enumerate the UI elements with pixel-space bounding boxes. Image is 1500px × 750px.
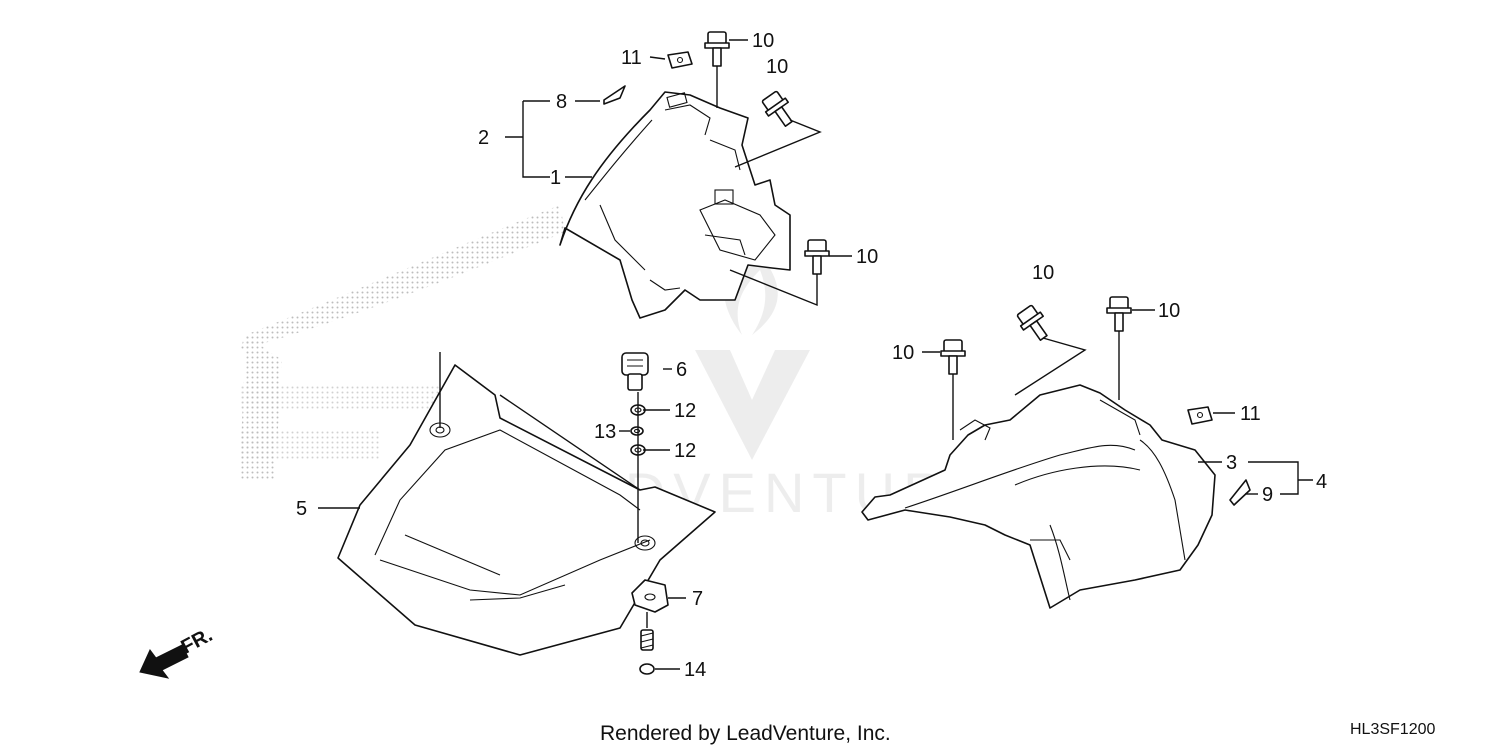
bolt-icon-upper-right [761,90,793,127]
bolt-icon-top [704,31,730,67]
callout-10-middle: 10 [856,246,878,268]
emblem-icon-9 [1229,479,1251,506]
front-direction-arrow: FR. [139,624,216,679]
callout-3: 3 [1226,452,1237,474]
callout-13: 13 [594,421,616,443]
bolt-icon-right-b [1106,296,1132,332]
callout-6: 6 [676,359,687,381]
bolt-icon-middle [804,239,830,275]
emblem-icon-8 [603,85,626,105]
callout-10-upper: 10 [766,56,788,78]
callout-10-right-a: 10 [1032,262,1054,284]
callout-14: 14 [684,659,706,681]
callout-11-top: 11 [621,47,642,69]
background-wing-emblem [240,205,565,480]
callout-12-upper: 12 [674,400,696,422]
callout-labels: 1 2 3 4 5 6 7 8 9 10 10 10 10 10 10 11 1… [296,30,1327,681]
part-hood-panel [337,364,716,656]
callout-9: 9 [1262,484,1273,506]
bolt-icon-right-c [940,339,966,375]
callout-11-right: 11 [1240,403,1261,425]
callout-8: 8 [556,91,567,113]
bolt-icon-right-a [1016,304,1048,341]
callout-10-top: 10 [752,30,774,52]
callout-5: 5 [296,498,307,520]
nut-icon [631,579,669,613]
grommet-icon [630,426,644,436]
callout-4: 4 [1316,471,1327,493]
part-right-cover [861,384,1216,609]
callout-12-lower: 12 [674,440,696,462]
clip-icon-top [667,51,693,69]
callout-2: 2 [478,127,489,149]
callout-10-right-b: 10 [1158,300,1180,322]
clip-icon-right [1187,406,1213,425]
leader-lines [318,39,1313,670]
callout-1: 1 [550,167,561,189]
callout-10-right-c: 10 [892,342,914,364]
knob-icon [621,352,649,391]
screw-icon [639,629,655,675]
part-upper-cover [559,91,791,319]
diagram-code: HL3SF1200 [1350,721,1435,738]
footer-credit: Rendered by LeadVenture, Inc. [600,722,891,745]
callout-7: 7 [692,588,703,610]
